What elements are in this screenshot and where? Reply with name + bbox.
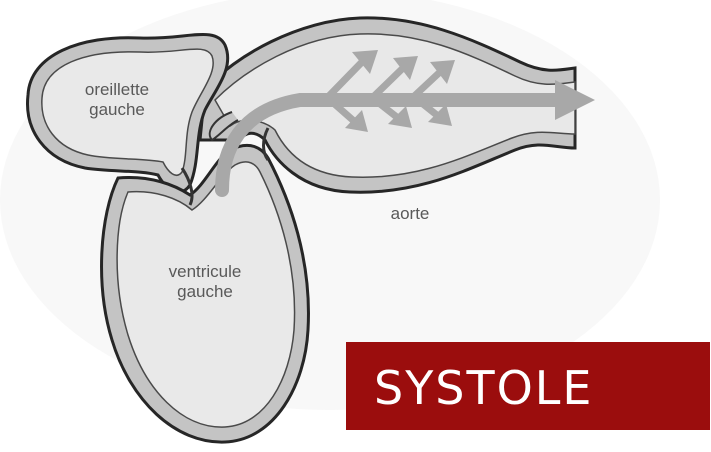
label-oreillette-gauche: oreillette gauche xyxy=(62,80,172,120)
label-line: aorte xyxy=(380,204,440,224)
systole-banner: SYSTOLE xyxy=(346,342,710,430)
label-ventricule-gauche: ventricule gauche xyxy=(140,262,270,302)
label-line: oreillette xyxy=(62,80,172,100)
label-line: gauche xyxy=(140,282,270,302)
label-line: gauche xyxy=(62,100,172,120)
banner-title: SYSTOLE xyxy=(374,361,594,415)
label-aorte: aorte xyxy=(380,204,440,224)
label-line: ventricule xyxy=(140,262,270,282)
